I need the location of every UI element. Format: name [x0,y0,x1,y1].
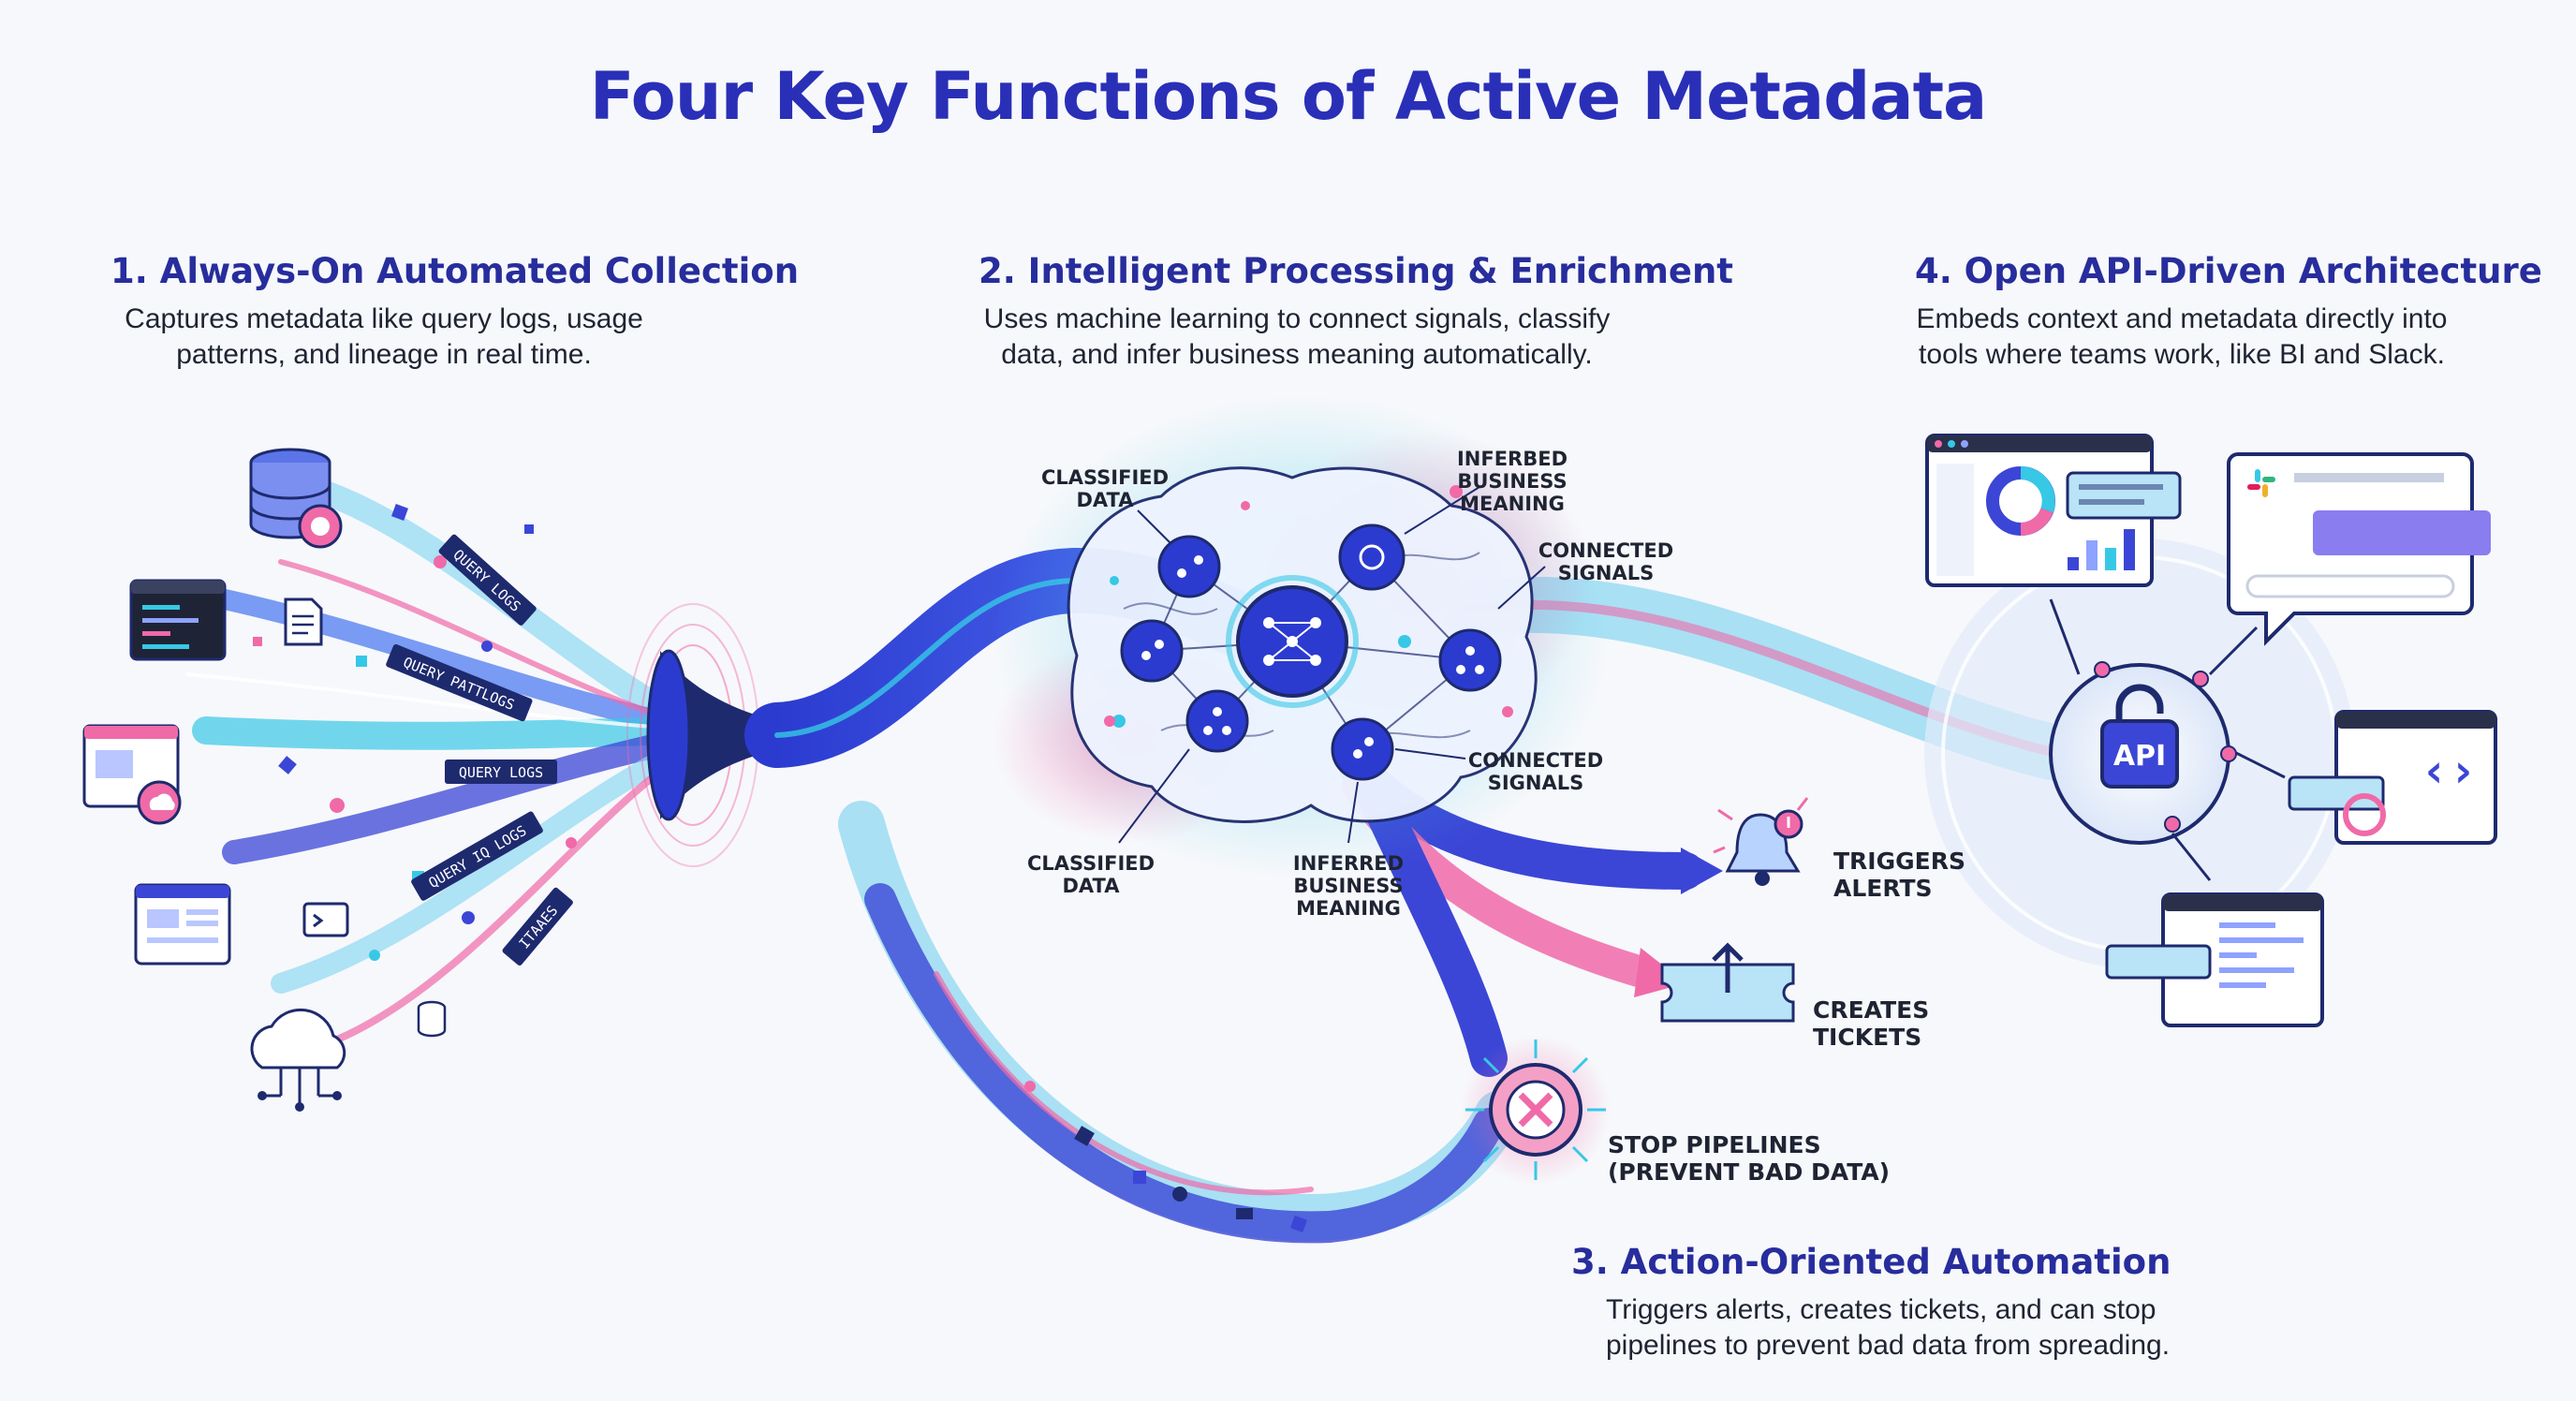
section-1-heading: 1. Always-On Automated Collection [110,251,800,291]
document-icon [284,597,323,646]
api-label: API [2113,740,2166,773]
cloud-network-icon [250,1008,346,1112]
section-3-desc-line-1: Triggers alerts, creates tickets, and ca… [1606,1294,2156,1325]
label-line: DATA [1062,875,1120,897]
action-creates-tickets: CREATES TICKETS [1813,996,1929,1051]
label-inferred-meaning-bottom: INFERRED BUSINESS MEANING [1264,852,1433,920]
label-line: TRIGGERS [1833,848,1965,875]
section-4-desc-line-1: Embeds context and metadata directly int… [1916,303,2448,334]
section-4-heading: 4. Open API-Driven Architecture [1915,251,2542,291]
terminal-icon [302,902,349,937]
svg-text:‹›: ‹› [2421,744,2477,798]
code-window-icon [129,579,227,661]
database-icon [249,448,343,549]
lock-icon: API [2100,684,2179,789]
label-line: STOP PIPELINES [1608,1131,1821,1158]
label-line: SIGNALS [1487,772,1584,794]
bell-icon [1713,797,1809,886]
label-line: CREATES [1813,996,1930,1024]
lower-particles [1024,1081,1307,1232]
small-database-icon [417,1000,447,1038]
ticket-icon [1660,942,1795,1023]
label-line: (PREVENT BAD DATA) [1608,1158,1891,1186]
label-line: CLASSIFIED [1026,852,1156,875]
section-3-description: Triggers alerts, creates tickets, and ca… [1606,1292,2318,1364]
section-4-desc-line-2: tools where teams work, like BI and Slac… [1919,339,2445,370]
action-triggers-alerts: TRIGGERS ALERTS [1833,848,1965,902]
label-line: BUSINESS [1457,470,1568,493]
browser-cloud-icon [82,724,182,825]
action-stop-pipelines: STOP PIPELINES (PREVENT BAD DATA) [1608,1131,1890,1186]
label-line: SIGNALS [1557,562,1655,584]
code-window-icon-right: ‹› [2288,710,2497,845]
brain-network-icon [993,393,1611,880]
dashboard-window-icon [1925,434,2182,587]
section-4-description: Embeds context and metadata directly int… [1882,302,2481,373]
brain-label-leaders [1118,486,1546,844]
browser-icon [134,883,231,966]
funnel-icon [626,603,777,867]
slack-chat-icon [2227,452,2491,646]
section-1-description: Captures metadata like query logs, usage… [94,302,674,373]
label-connected-signals-bottom: CONNECTED SIGNALS [1451,749,1620,794]
label-line: INFERRED [1292,852,1405,875]
section-3-desc-line-2: pipelines to prevent bad data from sprea… [1606,1330,2171,1361]
label-classified-data-top: CLASSIFIED DATA [1021,466,1189,511]
stream-tag-3: QUERY LOGS [459,764,543,781]
label-line: MEANING [1460,493,1565,515]
section-1-desc-line-1: Captures metadata like query logs, usage [125,303,643,334]
lower-flow [838,801,1522,1244]
section-2-description: Uses machine learning to connect signals… [941,302,1653,373]
page-title: Four Key Functions of Active Metadata [589,58,1988,135]
label-line: CONNECTED [1538,539,1674,562]
label-line: CONNECTED [1467,749,1604,772]
label-line: DATA [1076,489,1134,511]
label-line: ALERTS [1833,875,1933,902]
label-inferred-meaning-top: INFERBED BUSINESS MEANING [1428,448,1597,515]
code-editor-icon [2105,892,2324,1027]
label-classified-data-bottom: CLASSIFIED DATA [1007,852,1175,897]
stream-tags: QUERY LOGS QUERY PATTLOGS QUERY LOGS QUE… [386,534,573,966]
section-2-desc-line-1: Uses machine learning to connect signals… [983,303,1611,334]
label-line: MEANING [1296,897,1401,920]
collection-streams [185,475,698,1043]
label-line: CLASSIFIED [1040,466,1170,489]
section-3-heading: 3. Action-Oriented Automation [1571,1242,2171,1282]
label-line: TICKETS [1813,1024,1922,1051]
label-line: INFERBED [1456,448,1568,470]
label-line: BUSINESS [1293,875,1404,897]
section-1-desc-line-2: patterns, and lineage in real time. [176,339,592,370]
section-2-heading: 2. Intelligent Processing & Enrichment [979,251,1733,291]
label-connected-signals-top: CONNECTED SIGNALS [1522,539,1690,584]
stop-icon [1461,1035,1611,1185]
section-2-desc-line-2: data, and infer business meaning automat… [1001,339,1593,370]
